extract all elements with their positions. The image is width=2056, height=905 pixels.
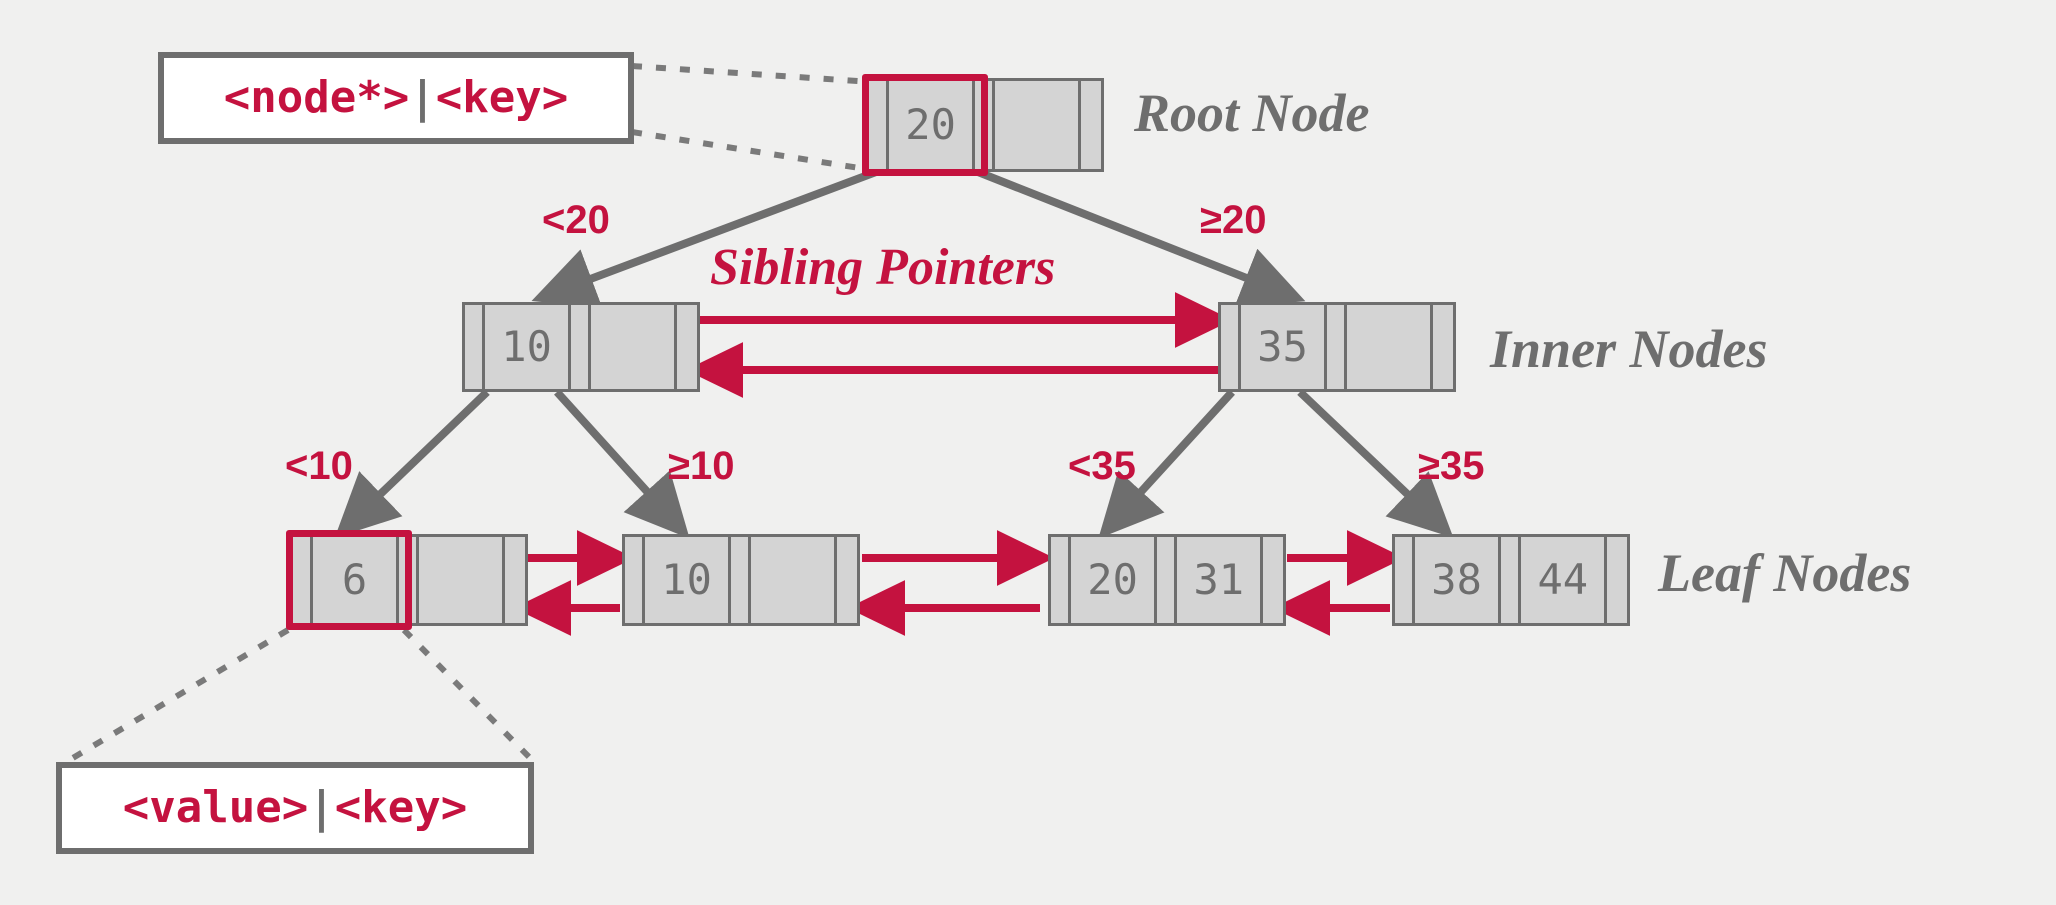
leaf-3-key-0: 20 (1087, 555, 1138, 604)
leaf-2-pointer-slot-1 (731, 537, 752, 623)
condition-inner-right-gte: ≥35 (1418, 444, 1485, 488)
inner-right-pointer-slot-0 (1221, 305, 1241, 389)
edge-inner-left-to-leaf (334, 389, 690, 539)
leaf-3-key-cell-1: 31 (1177, 537, 1264, 623)
legend-leaf-value: <value> (122, 782, 309, 833)
sibling-pointer-inner (685, 292, 1233, 398)
node-root[interactable]: 20 (866, 78, 1104, 172)
legend-leader-bottom (64, 627, 537, 765)
label-sibling-pointers: Sibling Pointers (710, 239, 1056, 296)
leaf-1-key-cell-1 (419, 537, 506, 623)
inner-left-key-cell-0: 10 (484, 305, 572, 389)
root-pointer-slot-0 (869, 81, 889, 169)
node-leaf-1[interactable]: 6 (290, 534, 528, 626)
node-leaf-3[interactable]: 20 31 (1048, 534, 1286, 626)
leaf-2-key-cell-1 (751, 537, 838, 623)
leaf-4-key-cell-1: 44 (1521, 537, 1608, 623)
inner-right-pointer-slot-2 (1433, 305, 1453, 389)
legend-leader-top (631, 63, 873, 173)
node-leaf-2[interactable]: 10 (622, 534, 860, 626)
leaf-2-pointer-slot-2 (837, 537, 857, 623)
leaf-1-key-0: 6 (341, 555, 368, 604)
legend-inner-separator: | (409, 72, 436, 123)
leaf-1-key-cell-0: 6 (312, 537, 400, 623)
leaf-3-key-cell-0: 20 (1070, 537, 1158, 623)
leaf-3-pointer-slot-0 (1051, 537, 1071, 623)
inner-right-key-cell-1 (1347, 305, 1434, 389)
leaf-4-pointer-slot-2 (1607, 537, 1627, 623)
leaf-4-pointer-slot-1 (1501, 537, 1522, 623)
leaf-2-key-cell-0: 10 (644, 537, 732, 623)
root-pointer-slot-2 (1081, 81, 1101, 169)
node-inner-left[interactable]: 10 (462, 302, 700, 392)
sibling-pointer-leaf-2-3 (847, 530, 1055, 636)
condition-root-left: <20 (542, 198, 610, 242)
leaf-4-pointer-slot-0 (1395, 537, 1415, 623)
sibling-pointer-leaf-3-4 (1272, 530, 1405, 636)
inner-left-pointer-slot-1 (571, 305, 592, 389)
inner-left-key-cell-1 (591, 305, 678, 389)
edge-inner-right-to-leaf (1098, 389, 1454, 539)
inner-left-pointer-slot-2 (677, 305, 697, 389)
inner-right-pointer-slot-1 (1327, 305, 1348, 389)
leaf-3-pointer-slot-1 (1157, 537, 1178, 623)
legend-inner-node-layout: <node*>|<key> (158, 52, 634, 144)
condition-inner-right-lt: <35 (1068, 444, 1136, 488)
leaf-3-key-1: 31 (1193, 555, 1245, 604)
root-key-cell-0: 20 (888, 81, 976, 169)
inner-right-key-0: 35 (1257, 322, 1308, 371)
condition-inner-left-lt: <10 (285, 444, 353, 488)
label-inner-nodes: Inner Nodes (1490, 319, 1768, 379)
root-key-cell-1 (995, 81, 1082, 169)
legend-leaf-separator: | (308, 782, 335, 833)
legend-inner-value: <node*> (223, 72, 410, 123)
inner-left-key-0: 10 (501, 322, 552, 371)
label-leaf-nodes: Leaf Nodes (1658, 543, 1912, 603)
leaf-4-key-1: 44 (1537, 555, 1589, 604)
root-pointer-slot-1 (975, 81, 996, 169)
inner-right-key-cell-0: 35 (1240, 305, 1328, 389)
leaf-2-pointer-slot-0 (625, 537, 645, 623)
legend-leaf-text: <value>|<key> (123, 786, 467, 830)
node-leaf-4[interactable]: 38 44 (1392, 534, 1630, 626)
leaf-2-key-0: 10 (661, 555, 712, 604)
leaf-1-pointer-slot-0 (293, 537, 313, 623)
legend-leaf-key: <key> (334, 782, 468, 833)
leaf-1-pointer-slot-2 (505, 537, 525, 623)
condition-root-right: ≥20 (1200, 198, 1267, 242)
legend-inner-key: <key> (435, 72, 569, 123)
sibling-pointer-leaf-1-2 (513, 530, 635, 636)
root-key-0: 20 (905, 100, 956, 149)
leaf-4-key-0: 38 (1431, 555, 1482, 604)
legend-inner-text: <node*>|<key> (224, 76, 568, 120)
condition-inner-left-gte: ≥10 (668, 444, 735, 488)
leaf-3-pointer-slot-2 (1263, 537, 1283, 623)
label-root-node: Root Node (1134, 83, 1370, 143)
node-inner-right[interactable]: 35 (1218, 302, 1456, 392)
leaf-4-key-cell-0: 38 (1414, 537, 1502, 623)
inner-left-pointer-slot-0 (465, 305, 485, 389)
legend-leaf-node-layout: <value>|<key> (56, 762, 534, 854)
leaf-1-pointer-slot-1 (399, 537, 420, 623)
